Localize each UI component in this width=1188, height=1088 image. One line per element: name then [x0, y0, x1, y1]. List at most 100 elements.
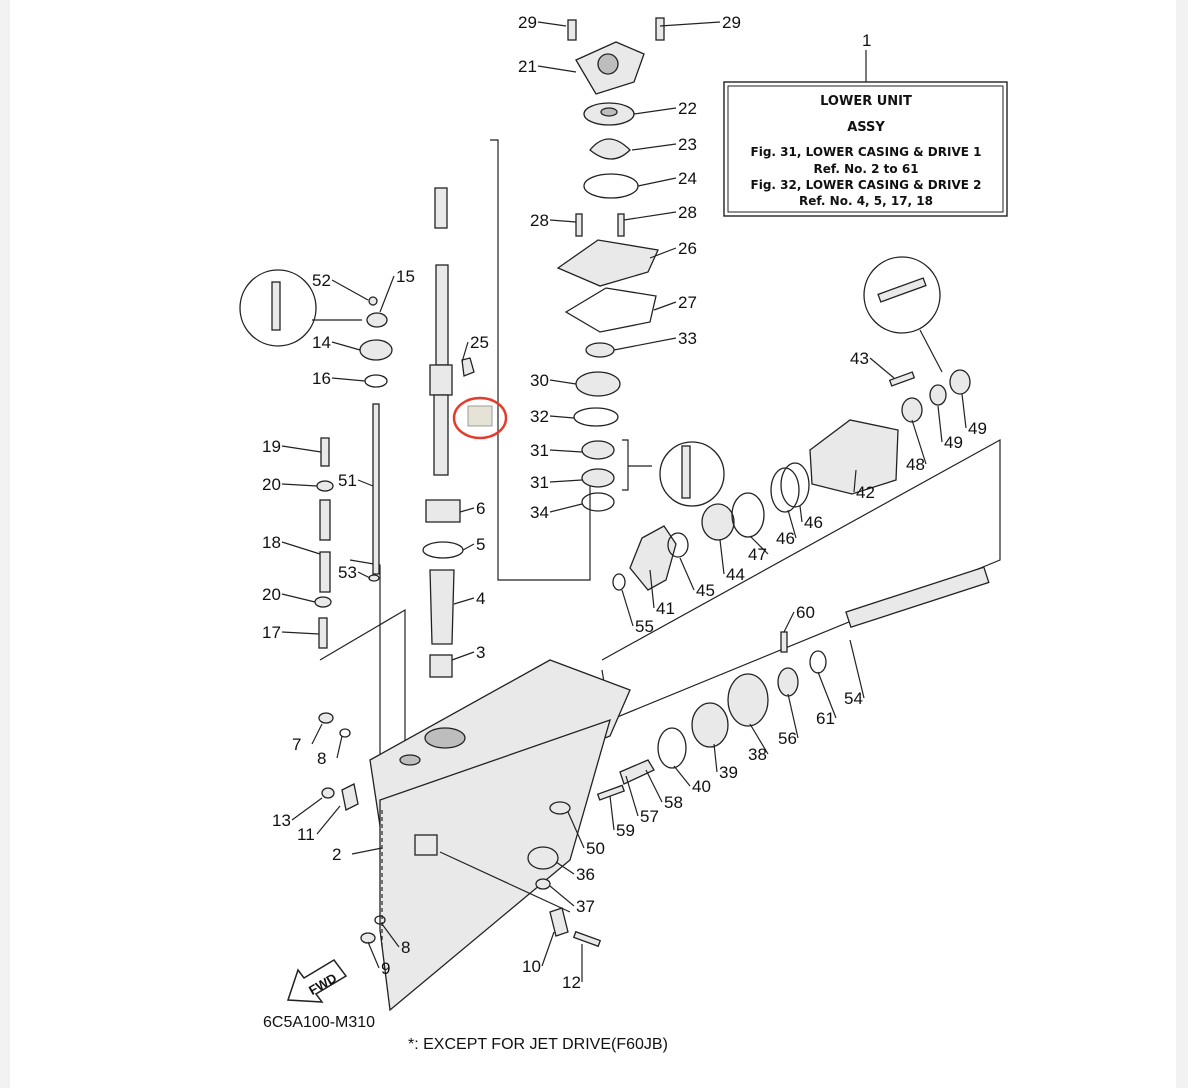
callout-11: 11	[297, 825, 315, 844]
callout-33: 33	[678, 329, 697, 348]
callout-39: 39	[719, 763, 738, 782]
plate-gasket	[564, 287, 657, 333]
leader-line	[461, 341, 469, 363]
callout-15: 15	[396, 267, 415, 286]
callout-28: 28	[678, 203, 697, 222]
callout-52: 52	[312, 271, 331, 290]
diagram-code: 6C5A100-M310	[263, 1014, 375, 1031]
leader-line	[961, 393, 967, 429]
leader-line	[367, 941, 380, 969]
leader-line	[311, 723, 323, 745]
group-brackets	[319, 139, 1001, 770]
leader-line	[869, 357, 895, 379]
callout-42: 42	[856, 483, 875, 502]
callout-10: 10	[522, 957, 541, 976]
callout-36: 36	[576, 865, 595, 884]
callout-16: 16	[312, 369, 331, 388]
leader-line	[549, 219, 577, 223]
callout-32: 32	[530, 407, 549, 426]
callout-27: 27	[678, 293, 697, 312]
leader-line	[462, 543, 475, 551]
leader-line	[281, 445, 322, 453]
callout-24: 24	[678, 169, 697, 188]
leader-line	[537, 65, 577, 73]
callout-25: 25	[470, 333, 489, 352]
leader-line	[281, 541, 321, 555]
leader-line	[381, 923, 400, 948]
leader-line	[637, 177, 677, 187]
leader-line	[549, 449, 583, 453]
callout-21: 21	[518, 57, 537, 76]
leader-line	[719, 539, 725, 575]
leader-line	[336, 735, 343, 759]
leader-line	[459, 507, 475, 513]
bearing-detail	[659, 441, 725, 507]
leader-line	[937, 405, 943, 443]
callout-20: 20	[262, 585, 281, 604]
leader-line	[749, 723, 769, 755]
lower-casing	[369, 659, 631, 1012]
leader-line	[749, 535, 769, 555]
leader-line	[659, 21, 721, 27]
leader-line	[453, 597, 475, 605]
leader-line	[357, 571, 371, 579]
leader-line	[645, 769, 663, 803]
callout-28: 28	[530, 211, 549, 230]
leader-line	[649, 247, 677, 259]
leader-line	[625, 775, 639, 817]
leader-line	[549, 415, 575, 419]
leader-line	[613, 337, 677, 351]
leader-line	[653, 301, 677, 311]
callout-labels: 2929212223242828262733303235313134654325…	[262, 13, 987, 992]
leader-line	[621, 589, 634, 627]
callout-46: 46	[776, 529, 795, 548]
callout-31: 31	[530, 441, 549, 460]
callout-50: 50	[586, 839, 605, 858]
leader-line	[549, 885, 575, 907]
leader-line	[817, 671, 837, 719]
leader-line	[799, 505, 803, 523]
callout-18: 18	[262, 533, 281, 552]
callout-44: 44	[726, 565, 745, 584]
callout-61: 61	[816, 709, 835, 728]
callout-60: 60	[796, 603, 815, 622]
callout-2: 2	[332, 845, 341, 864]
info-box-subtitle: ASSY	[847, 120, 885, 135]
leader-line	[541, 931, 555, 967]
casing-bolts	[318, 712, 386, 944]
callout-13: 13	[272, 811, 291, 830]
leader-line	[549, 479, 583, 483]
propeller-shaft-gears	[527, 369, 990, 948]
footnote: *: EXCEPT FOR JET DRIVE(F60JB)	[408, 1036, 668, 1053]
gear-detail	[863, 256, 941, 334]
leader-line	[787, 693, 799, 739]
callout-49: 49	[968, 419, 987, 438]
callout-38: 38	[748, 745, 767, 764]
leader-line	[357, 479, 374, 487]
leader-line	[281, 593, 316, 603]
drive-shaft	[422, 187, 475, 678]
leader-line	[451, 651, 475, 661]
callout-37: 37	[576, 897, 595, 916]
propeller-shaft-housing	[809, 419, 899, 495]
info-box-line-2: Ref. No. 2 to 61	[813, 162, 918, 176]
leader-line	[555, 861, 575, 875]
leader-line	[849, 639, 865, 699]
callout-57: 57	[640, 807, 659, 826]
leader-line	[351, 847, 383, 855]
diagram-sheet: 1 LOWER UNIT ASSY Fig. 31, LOWER CASING …	[10, 0, 1176, 1088]
leader-line	[379, 275, 395, 313]
info-box-line-1: Fig. 31, LOWER CASING & DRIVE 1	[751, 145, 982, 159]
callout-53: 53	[338, 563, 357, 582]
callout-4: 4	[476, 589, 485, 608]
leader-line	[787, 509, 797, 539]
callout-46: 46	[804, 513, 823, 532]
fwd-arrow: FWD	[286, 959, 348, 1003]
shift-rod-detail	[239, 269, 317, 347]
leader-line	[281, 483, 318, 487]
exploded-parts-diagram: 1 LOWER UNIT ASSY Fig. 31, LOWER CASING …	[239, 13, 1008, 1053]
info-box-line-3: Fig. 32, LOWER CASING & DRIVE 2	[751, 178, 982, 192]
callout-58: 58	[664, 793, 683, 812]
callout-34: 34	[530, 503, 549, 522]
info-box: 1 LOWER UNIT ASSY Fig. 31, LOWER CASING …	[723, 31, 1008, 217]
